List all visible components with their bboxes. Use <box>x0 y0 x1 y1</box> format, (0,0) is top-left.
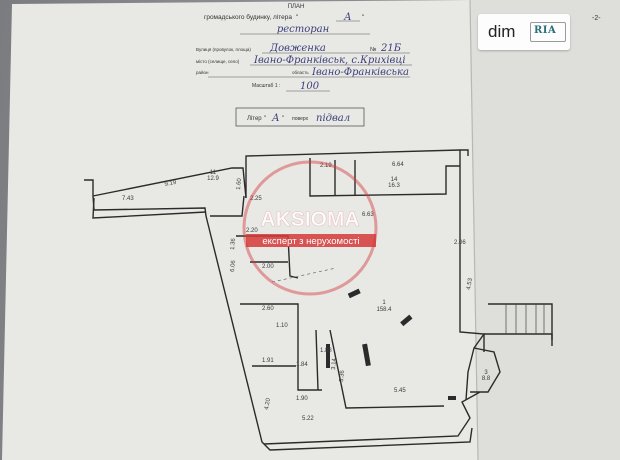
plan-subtitle: громадського будинку, літера <box>204 13 292 21</box>
dim-label: 2.60 <box>262 306 274 312</box>
dimria-logo: dim RIA <box>478 14 570 50</box>
watermark-ring <box>242 160 378 296</box>
dim-label: 4.53 <box>466 277 474 290</box>
watermark-brand: AKSIOMA <box>260 208 359 231</box>
scale-value: 100 <box>300 81 320 92</box>
floor-caption: поверх <box>292 116 309 122</box>
dim-label: 1.90 <box>296 396 308 402</box>
dim-label: 9.19 <box>164 180 177 188</box>
scale-caption: Масштаб 1 : <box>252 83 280 89</box>
floor-quote-open: " <box>264 116 266 122</box>
room-11-number: 11 <box>210 170 217 176</box>
watermark-slogan: експерт з нерухомості <box>262 236 359 247</box>
columns <box>326 288 456 400</box>
dim-label: 5.22 <box>302 416 314 422</box>
dim-label: 1.91 <box>262 358 274 364</box>
plan-letter: А <box>343 12 352 23</box>
dim-label: 6.06 <box>230 259 237 272</box>
floor-plan-walls <box>84 149 553 451</box>
dim-label: 6.63 <box>362 212 374 218</box>
floor-value: підвал <box>316 113 350 124</box>
dim-label: 3.36 <box>339 369 346 382</box>
wall-wc-5 <box>315 329 319 391</box>
district-caption: район <box>196 69 209 75</box>
wall-stair <box>488 303 553 340</box>
plan-purpose: ресторан <box>277 24 329 35</box>
dim-label: 1.36 <box>230 237 237 250</box>
street-caption: Вулиця (провулок, площа) <box>196 47 251 52</box>
dim-label: 7.43 <box>122 196 134 202</box>
wall-wc-3 <box>240 303 322 391</box>
wall-inner-1 <box>329 329 445 409</box>
wall-right <box>459 150 485 352</box>
floor-box <box>235 107 365 127</box>
dim-label: 1.60 <box>236 177 243 190</box>
dashed-line <box>271 267 337 283</box>
dim-label: 2.19 <box>320 163 332 169</box>
dim-label: 1.88 <box>320 348 332 354</box>
room-3-area: 8.8 <box>482 376 491 382</box>
column <box>347 288 361 299</box>
column <box>448 396 456 400</box>
city-value: Івано-Франківськ, с.Крихівці <box>253 55 406 66</box>
wall-right-small <box>470 347 501 393</box>
wall-bottom <box>263 391 481 445</box>
room-3-number: 3 <box>484 370 488 376</box>
column <box>400 314 413 327</box>
room-14-number: 14 <box>391 177 398 183</box>
dim-label: 2.06 <box>454 240 466 246</box>
dim-label: 1.10 <box>276 323 288 329</box>
quote-close: " <box>362 14 365 21</box>
dim-label: 6.64 <box>392 162 404 168</box>
city-caption: місто (селище, село) <box>196 59 240 64</box>
room-1-area: 158.4 <box>376 307 392 313</box>
logo-ria-frame <box>530 22 566 42</box>
dim-label: 2.25 <box>250 196 262 202</box>
wall-left-step <box>210 195 245 217</box>
dim-label: 3.14 <box>331 357 338 370</box>
logo-dim-text: dim <box>488 22 516 41</box>
floor-letter: А <box>271 113 280 124</box>
house-value: 21Б <box>380 43 402 54</box>
floor-prefix: Літер <box>247 116 262 122</box>
wall-upper-left-inner <box>92 197 207 219</box>
paper-sheet <box>2 0 478 460</box>
wall-curve <box>465 333 485 401</box>
dim-label: 5.45 <box>394 388 406 394</box>
paper-fold <box>469 0 479 460</box>
wall-top-left <box>92 167 247 199</box>
paper-sheet-right <box>470 0 620 460</box>
region-caption: область <box>292 70 309 75</box>
house-label: № <box>370 46 376 53</box>
room-1-number: 1 <box>382 300 386 306</box>
street-value: Довженка <box>269 43 326 54</box>
plan-title: ПЛАН <box>288 4 305 10</box>
quote-open: " <box>296 14 299 21</box>
column <box>362 343 371 367</box>
floor-quote-close: " <box>282 116 284 122</box>
dim-label: 4.20 <box>264 397 272 410</box>
aksioma-watermark: AKSIOMA експерт з нерухомості <box>242 160 378 296</box>
dim-label: 2.20 <box>246 228 258 234</box>
room-14-area: 16.3 <box>388 183 400 189</box>
column <box>326 344 330 368</box>
wall-top-rooms <box>309 158 460 197</box>
logo-ria-text: RIA <box>534 25 557 36</box>
page-mark: -2- <box>592 15 601 22</box>
watermark-band <box>246 234 376 247</box>
dim-label: 2.00 <box>262 264 274 270</box>
region-value: Івано-Франківська <box>311 67 409 78</box>
stair-treads <box>505 304 545 334</box>
dim-label: 1.84 <box>296 362 308 368</box>
wall-left-bottom <box>205 215 473 451</box>
room-11-area: 12.9 <box>207 176 219 182</box>
